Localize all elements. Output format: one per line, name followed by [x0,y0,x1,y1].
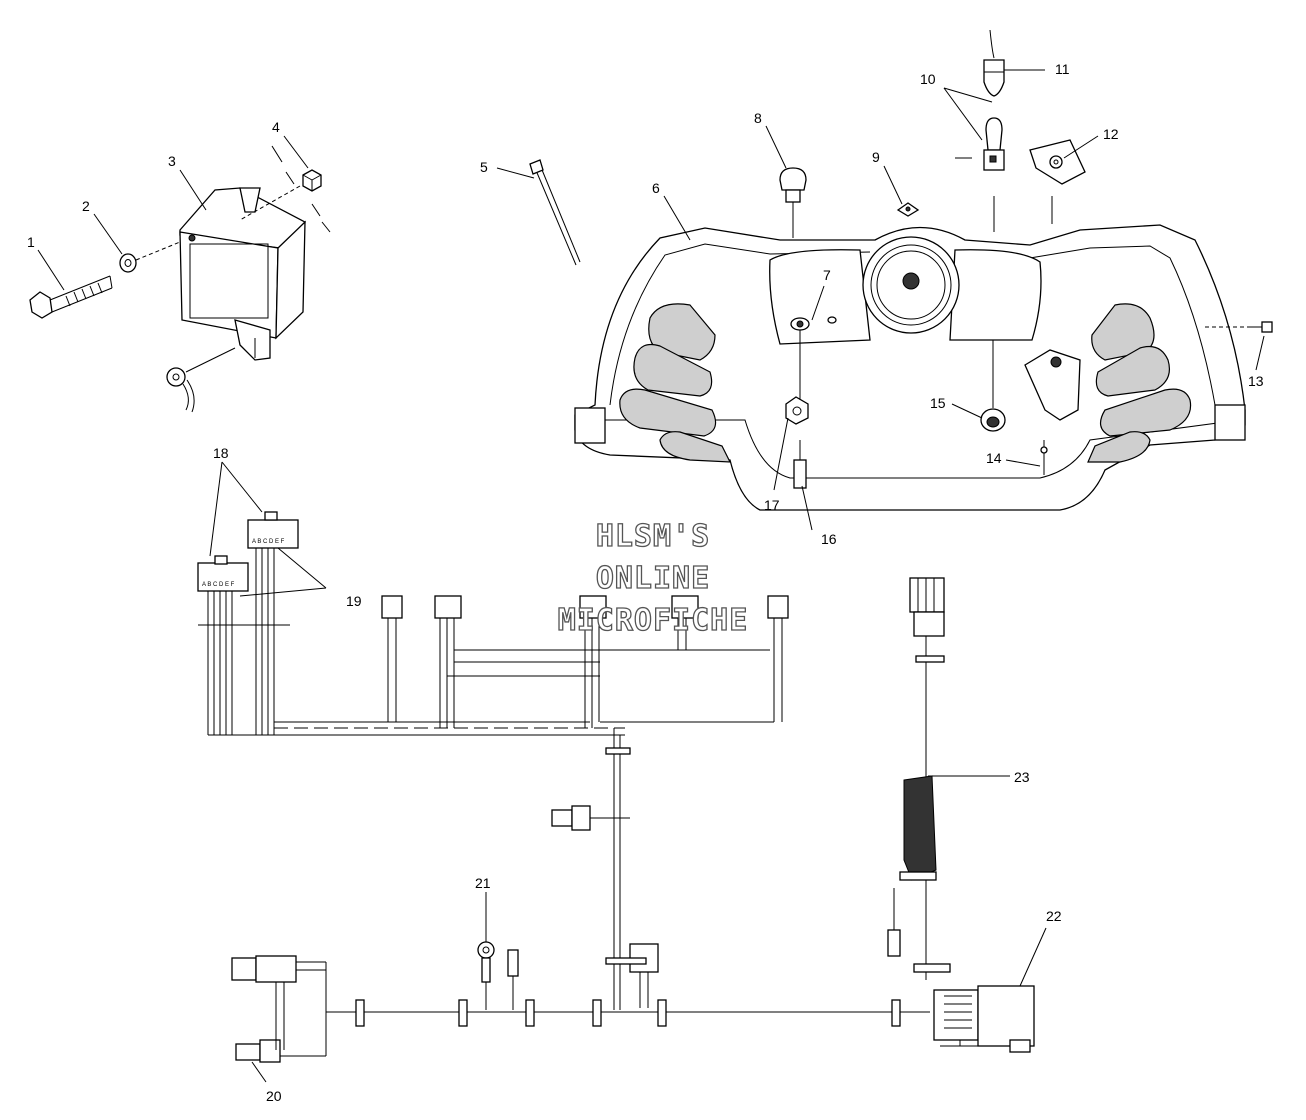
screw-part-13 [1205,321,1273,333]
callout-5: 5 [480,159,488,175]
callout-18: 18 [213,445,229,461]
connector-part-18-left: A B C D E F [197,555,249,592]
connector-19e [767,595,789,722]
clip-part-9 [896,202,920,217]
watermark: HLSM'S ONLINE MICROFICHE [557,518,749,638]
watermark-line-1: HLSM'S [596,519,710,554]
svg-text:A B C D E F: A B C D E F [202,582,235,588]
callout-9: 9 [872,149,880,165]
callout-12: 12 [1103,126,1119,142]
regulator-part-3 [179,187,307,361]
callout-7: 7 [823,267,831,283]
callout-10: 10 [920,71,936,87]
tie-strap-part-5 [529,159,581,266]
nut-part-4 [302,169,322,192]
connector-part-22 [933,985,1035,1053]
callout-13: 13 [1248,373,1264,389]
connector-19b [434,595,462,728]
pin-part-14 [1040,440,1048,475]
regulator-group [29,145,331,413]
leader-lines [37,69,1265,1083]
connector-19d [671,595,699,650]
callout-17: 17 [764,497,780,513]
callout-2: 2 [82,198,90,214]
washer-part-2 [119,253,137,273]
callout-23: 23 [1014,769,1030,785]
callout-19: 19 [346,593,362,609]
connector-part-19 [381,595,403,722]
callout-16: 16 [821,531,837,547]
callout-4: 4 [272,119,280,135]
callout-20: 20 [266,1088,282,1104]
callout-1: 1 [27,234,35,250]
gauge-bezel [862,236,960,334]
svg-text:A B C D E F: A B C D E F [252,539,285,545]
callout-14: 14 [986,450,1002,466]
watermark-line-3: MICROFICHE [558,603,749,638]
terminal-part-21 [477,941,519,1010]
callout-21: 21 [475,875,491,891]
connector-part-20 [231,955,340,1063]
callout-22: 22 [1046,908,1062,924]
callout-8: 8 [754,110,762,126]
connector-part-18-right: A B C D E F [247,511,299,549]
callout-15: 15 [930,395,946,411]
switch-part-10 [955,117,1005,232]
watermark-line-2: ONLINE [596,561,710,596]
callout-3: 3 [168,153,176,169]
side-connector [551,805,630,831]
grommet-part-15 [980,340,1006,432]
callout-numbers: 1 2 3 4 5 6 7 8 9 10 11 12 13 14 15 16 1… [27,61,1264,1104]
cable-part-11 [983,29,1005,97]
ring-terminal [166,347,236,413]
wiring-harness: A B C D E F A B C D E F [197,511,1035,1063]
bolt-part-1 [29,275,113,319]
connector-19c [579,595,607,728]
nut-part-17 [785,330,809,425]
socket-part-16 [793,440,807,489]
callout-11: 11 [1055,61,1070,77]
bulb-part-8 [779,167,807,238]
console-part-6 [574,224,1246,511]
lower-connector [605,943,659,1008]
bracket-part-12 [1029,139,1086,224]
callout-6: 6 [652,180,660,196]
harness-part-23 [887,577,951,980]
